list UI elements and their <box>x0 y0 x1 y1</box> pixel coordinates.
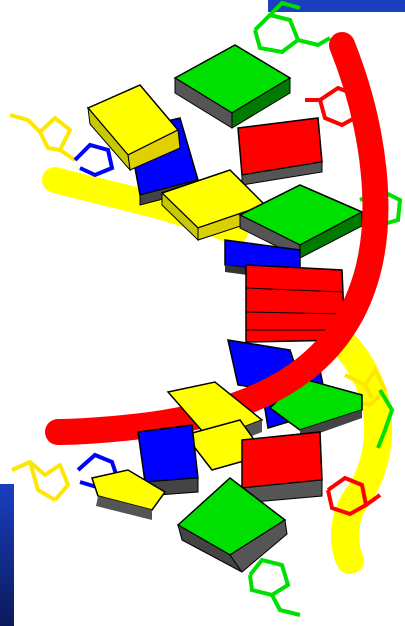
base-block-red-upper <box>238 118 322 185</box>
base-block-red-lower <box>242 432 322 503</box>
bottom-left-frame <box>0 484 14 626</box>
base-block-green-top <box>175 45 290 128</box>
